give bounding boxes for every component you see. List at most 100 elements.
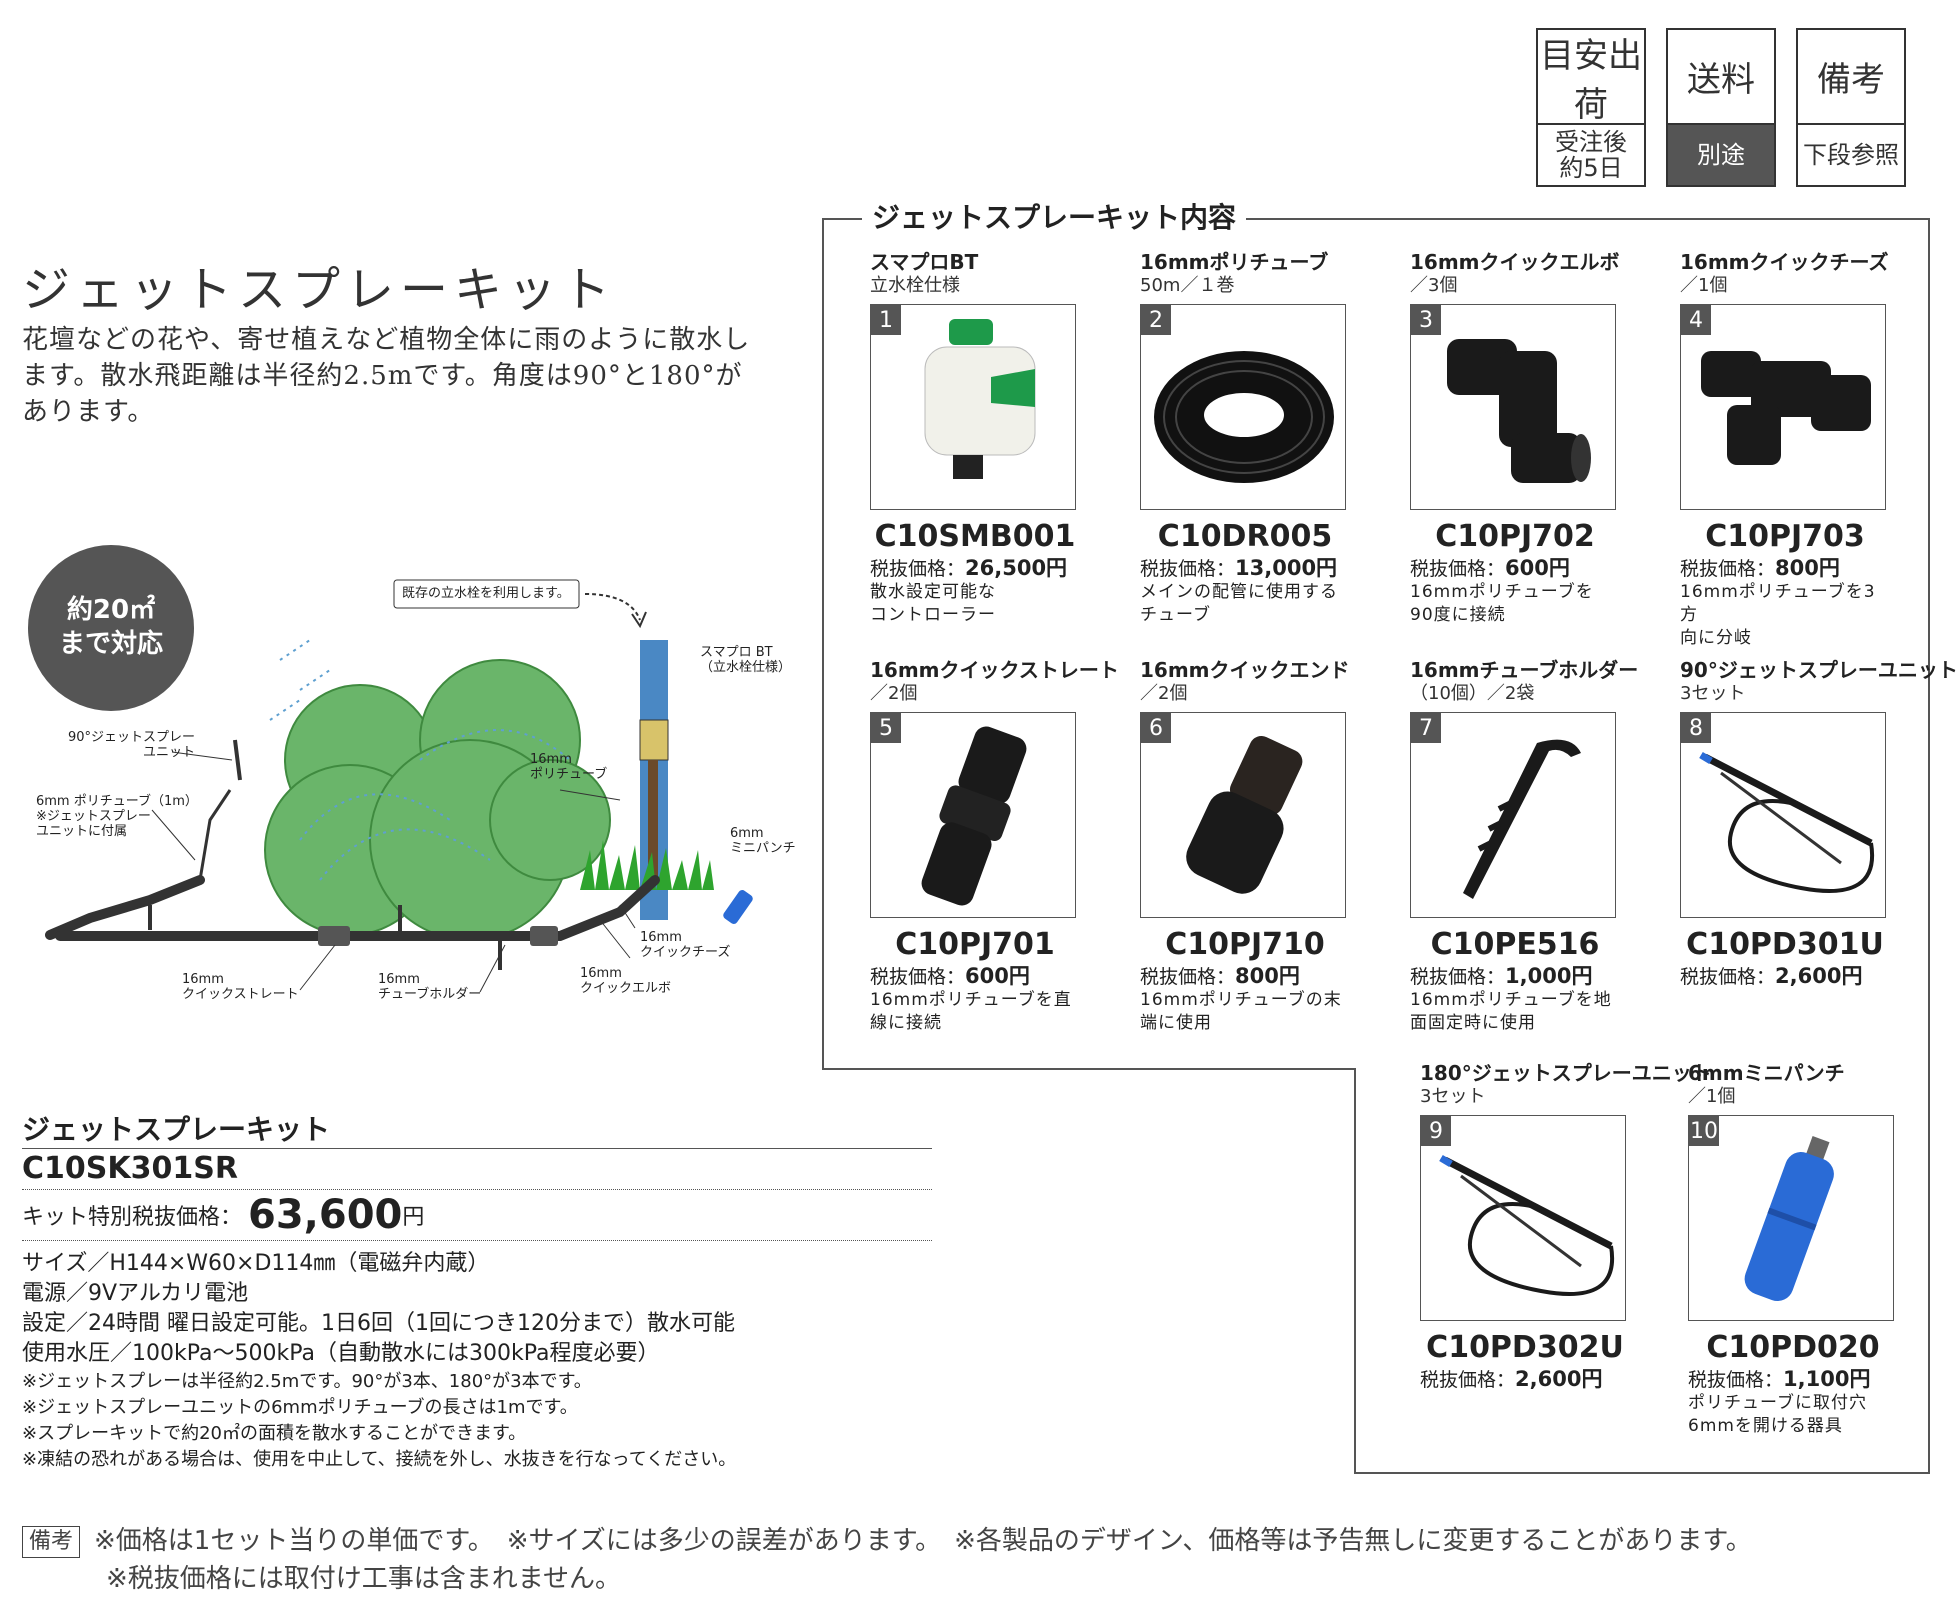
item-price: 税抜価格：600円	[870, 964, 1030, 988]
item-code: C10PD301U	[1686, 927, 1884, 962]
item-quantity: 50m／１巻	[1140, 275, 1235, 296]
footer-remarks: 備考※価格は1セット当りの単価です。 ※サイズには多少の誤差があります。 ※各製…	[22, 1522, 1752, 1598]
kit-item: 16mmクイックエルボ ／3個 3 C10PJ702 税抜価格：600円 16m…	[1410, 250, 1620, 627]
item-image: 5	[870, 712, 1076, 918]
lead-time-badge: 目安出荷 受注後 約5日	[1536, 28, 1646, 187]
item-image: 3	[1410, 304, 1616, 510]
mini-punch-icon	[1744, 1136, 1834, 1302]
item-number: 8	[1681, 713, 1711, 743]
page-description: 花壇などの花や、寄せ植えなど植物全体に雨のように散水します。散水飛距離は半径約2…	[22, 325, 751, 427]
kit-item: 6mmミニパンチ ／1個 10 C10PD020 税抜価格：1,100円 ポリチ…	[1688, 1061, 1898, 1438]
kit-item: 16mmクイックストレート ／2個 5 C10PJ701 税抜価格：600円 1…	[870, 658, 1119, 1035]
item-code: C10PJ701	[895, 927, 1055, 962]
item-price: 税抜価格：26,500円	[870, 556, 1068, 580]
item-price: 税抜価格：1,000円	[1410, 964, 1593, 988]
label-jet90: 90°ジェットスプレーユニット	[68, 730, 196, 760]
controller-icon	[924, 319, 1036, 479]
item-number: 10	[1689, 1116, 1719, 1146]
item-quantity: 3セット	[1420, 1086, 1486, 1107]
label-poly6: 6mm ポリチューブ（1m）※ジェットスプレーユニットに付属	[36, 794, 198, 839]
spec-note: ※スプレーキットで約20㎡の面積を散水することができます。	[22, 1423, 527, 1444]
item-quantity: ／2個	[870, 683, 918, 704]
tube-holder-stake-icon	[1463, 739, 1581, 899]
item-quantity: ／2個	[1140, 683, 1188, 704]
spec-note: ※凍結の恐れがある場合は、使用を中止して、接続を外し、水抜きを行なってください。	[22, 1449, 737, 1470]
spec-note: ※ジェットスプレーユニットの6mmポリチューブの長さは1mです。	[22, 1397, 578, 1418]
item-code: C10PD020	[1706, 1330, 1880, 1365]
jet-spray-unit-icon	[1699, 751, 1875, 893]
kit-price-row: キット特別税抜価格： 63,600 円	[22, 1189, 932, 1241]
item-image: 8	[1680, 712, 1886, 918]
kit-price-unit: 円	[402, 1205, 425, 1230]
item-name: 16mmポリチューブ	[1140, 250, 1329, 274]
item-quantity: ／3個	[1410, 275, 1458, 296]
kit-item: 16mmポリチューブ 50m／１巻 2 C10DR005 税抜価格：13,000…	[1140, 250, 1350, 627]
item-note: 16mmポリチューブを3方 向に分岐	[1680, 582, 1876, 648]
kit-item: 16mmクイックチーズ ／1個 4 C10PJ703 税抜価格：800円 16m…	[1680, 250, 1890, 650]
badge-title: 備考	[1798, 30, 1904, 125]
spec-line: サイズ／H144×W60×D114㎜（電磁弁内蔵）	[22, 1251, 490, 1276]
item-code: C10DR005	[1157, 519, 1333, 554]
item-note: 16mmポリチューブを地 面固定時に使用	[1410, 990, 1612, 1033]
spec-line: 使用水圧／100kPa～500kPa（自動散水には300kPa程度必要）	[22, 1341, 660, 1366]
badge-title: 目安出荷	[1538, 30, 1644, 125]
item-number: 1	[871, 305, 901, 335]
badge-value: 別途	[1668, 125, 1774, 185]
kit-spec-section: ジェットスプレーキット C10SK301SR キット特別税抜価格： 63,600…	[22, 1112, 932, 1473]
badge-value: 受注後 約5日	[1555, 127, 1627, 182]
elbow-fitting-icon	[1447, 339, 1591, 483]
item-quantity: ／1個	[1680, 275, 1728, 296]
coverage-text: まで対応	[58, 629, 163, 659]
item-quantity: ／1個	[1688, 1086, 1736, 1107]
kit-item: 90°ジェットスプレーユニット 3セット 8 C10PD301U 税抜価格：2,…	[1680, 658, 1958, 989]
item-code: C10PJ703	[1705, 519, 1865, 554]
item-code: C10PD302U	[1426, 1330, 1624, 1365]
item-image: 9	[1420, 1115, 1626, 1321]
kit-price: 63,600	[248, 1192, 403, 1238]
item-image: 6	[1140, 712, 1346, 918]
kit-contents-panel: ジェットスプレーキット内容 スマプロBT 立水栓仕様 1 C10SMB001 税…	[822, 196, 1958, 1474]
label-smapro: スマプロ BT（立水栓仕様）	[700, 645, 792, 675]
installation-diagram	[45, 579, 753, 993]
kit-contents-heading: ジェットスプレーキット内容	[862, 196, 1247, 236]
item-number: 4	[1681, 305, 1711, 335]
item-note: 16mmポリチューブを 90度に接続	[1410, 582, 1594, 625]
spec-note: ※ジェットスプレーは半径約2.5mです。90°が3本、180°が3本です。	[22, 1371, 592, 1392]
item-note: 散水設定可能な コントローラー	[870, 582, 996, 625]
kit-item: スマプロBT 立水栓仕様 1 C10SMB001 税抜価格：26,500円 散水…	[870, 250, 1080, 627]
item-image: 4	[1680, 304, 1886, 510]
kit-item: 16mmクイックエンド ／2個 6 C10PJ710 税抜価格：800円 16m…	[1140, 658, 1350, 1035]
kit-contents-frame	[822, 218, 1930, 1474]
spec-line: 電源／9Vアルカリ電池	[22, 1281, 249, 1306]
garden-foliage-illustration	[264, 639, 611, 941]
item-quantity: 3セット	[1680, 683, 1746, 704]
item-image: 7	[1410, 712, 1616, 918]
item-note: 16mmポリチューブの末 端に使用	[1140, 990, 1342, 1033]
remarks-badge: 備考 下段参照	[1796, 28, 1906, 187]
item-number: 6	[1141, 713, 1171, 743]
item-name: 6mmミニパンチ	[1688, 1061, 1845, 1085]
item-price: 税抜価格：13,000円	[1140, 556, 1338, 580]
item-quantity: 立水栓仕様	[870, 275, 960, 296]
item-code: C10SMB001	[874, 519, 1076, 554]
item-note: メインの配管に使用する チューブ	[1140, 582, 1338, 625]
tee-fitting-icon	[1701, 351, 1871, 465]
shipping-badge: 送料 別途	[1666, 28, 1776, 187]
item-image: 1	[870, 304, 1076, 510]
item-number: 9	[1421, 1116, 1451, 1146]
tube-coil-icon	[1154, 351, 1334, 483]
item-price: 税抜価格：1,100円	[1688, 1367, 1871, 1391]
item-number: 7	[1411, 713, 1441, 743]
item-price: 税抜価格：800円	[1680, 556, 1840, 580]
item-number: 3	[1411, 305, 1441, 335]
remarks-line: ※税抜価格には取付け工事は含まれません。	[106, 1564, 622, 1594]
kit-name: ジェットスプレーキット	[22, 1113, 331, 1146]
remarks-tag: 備考	[22, 1525, 81, 1558]
end-cap-icon	[1186, 735, 1303, 894]
spec-line: 設定／24時間 曜日設定可能。1日6回（1回につき120分まで）散水可能	[22, 1311, 735, 1336]
item-price: 税抜価格：2,600円	[1420, 1367, 1603, 1391]
item-code: C10PE516	[1430, 927, 1600, 962]
